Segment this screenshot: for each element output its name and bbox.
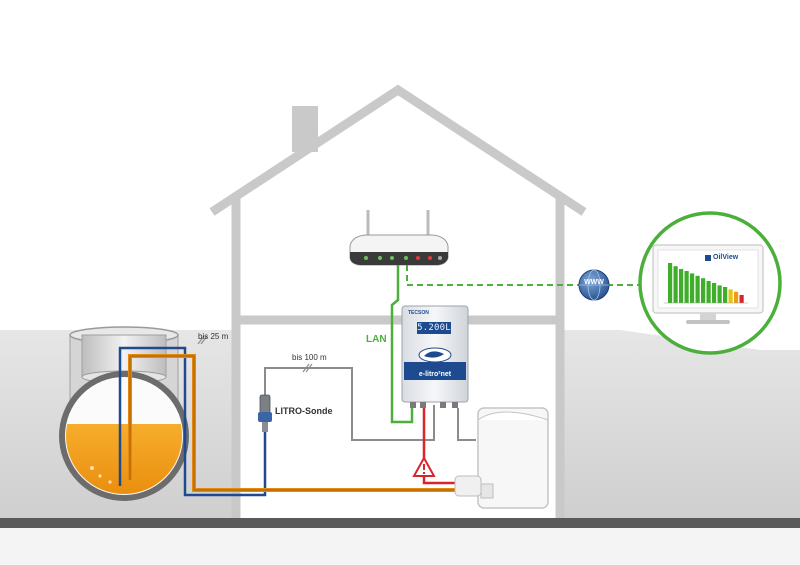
oilview-monitor <box>638 211 782 355</box>
router <box>349 210 449 266</box>
www-label: WWW <box>584 279 604 286</box>
chart-bar <box>695 275 700 303</box>
litro-sonde-label: LITRO-Sonde <box>275 406 333 416</box>
lan-cable <box>390 265 414 424</box>
internet-link <box>406 265 640 286</box>
chart-icon <box>705 255 711 261</box>
chart-bar <box>673 266 678 303</box>
chart-bar <box>690 273 695 303</box>
chart-bar <box>701 278 706 303</box>
chart-bar <box>712 283 717 303</box>
warning-icon <box>412 455 436 477</box>
chart-bar <box>684 271 689 303</box>
oil-tank <box>59 326 189 501</box>
chart-bar <box>728 289 733 303</box>
distance-100m-label: bis 100 m <box>292 353 327 362</box>
oilview-title: OilView <box>713 254 739 261</box>
sensor-cable <box>264 367 435 441</box>
distance-25m-label: bis 25 m <box>198 332 229 341</box>
chart-bar <box>723 287 728 303</box>
device-display: 5.200L <box>417 322 451 334</box>
chart-bar <box>717 285 722 303</box>
chart-bar <box>679 269 684 303</box>
chart-bar <box>668 263 673 303</box>
chart-bar <box>734 291 739 303</box>
chart-bar <box>739 295 744 303</box>
brand-logo: TECSON <box>408 310 429 316</box>
chart-bar <box>706 281 711 303</box>
lan-label: LAN <box>366 334 387 345</box>
probe-cable <box>118 346 267 497</box>
house <box>209 84 587 518</box>
boiler <box>454 407 549 509</box>
www-globe-icon <box>578 269 610 301</box>
consumption-chart <box>664 263 748 304</box>
power-cable <box>422 408 455 485</box>
device-name-label: e-litro²net <box>418 371 452 378</box>
litro-sonde <box>258 394 272 432</box>
